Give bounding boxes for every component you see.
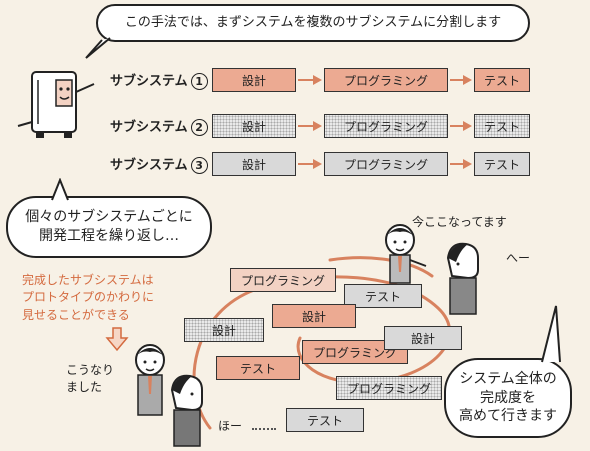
completion-bubble-tail (541, 305, 561, 363)
intro-speech-bubble: この手法では、まずシステムを複数のサブシステムに分割します (96, 4, 530, 42)
speech-ima: 今ここなってます (412, 215, 507, 229)
subsystem-1-programming-box: プログラミング (324, 68, 448, 92)
arrow (298, 159, 322, 169)
repeat-line-2: 開発工程を繰り返し… (39, 228, 179, 244)
down-arrow-icon (105, 327, 129, 352)
arrow (298, 121, 322, 131)
prototype-note: 完成したサブシステムは プロトタイプのかわりに 見せることができる (22, 272, 154, 324)
repeat-bubble-tail (51, 178, 69, 201)
spiral-test-box-3: テスト (286, 408, 364, 432)
speech-kounarimashita-line-2: ました (66, 380, 103, 395)
subsystem-3-test-box: テスト (474, 152, 530, 176)
spiral-design-box-1: 設計 (184, 318, 264, 342)
presenter-character-icon (385, 224, 427, 284)
spiral-test-box-2: テスト (216, 356, 300, 380)
arrow (450, 75, 472, 85)
spiral-programming-box-1: プログラミング (230, 268, 336, 292)
completion-line-2: 完成度を (480, 389, 536, 406)
arrow (450, 159, 472, 169)
subsystem-2-design-box: 設計 (212, 114, 296, 138)
subsystem-2-programming-box: プログラミング (324, 114, 448, 138)
prototype-note-line-1: 完成したサブシステムは (22, 273, 154, 287)
subsystem-3-design-box: 設計 (212, 152, 296, 176)
repeat-line-1: 個々のサブシステムごとに (25, 209, 193, 226)
completion-speech-bubble: システム全体の 完成度を 高めて行きます (444, 358, 572, 438)
intro-text: この手法では、まずシステムを複数のサブシステムに分割します (124, 15, 502, 31)
subsystem-1-test-box: テスト (474, 68, 530, 92)
subsystem-1-design-box: 設計 (212, 68, 296, 92)
speech-hoo: ほー (218, 419, 243, 433)
prototype-note-line-2: プロトタイプのかわりに (22, 290, 155, 305)
arrow (298, 75, 322, 85)
computer-character-icon (17, 71, 95, 138)
bottom-presenter-character-icon (135, 344, 165, 416)
repeat-speech-bubble: 個々のサブシステムごとに 開発工程を繰り返し… (6, 196, 212, 258)
spiral-design-box-3: 設計 (384, 326, 462, 350)
prototype-note-line-3: 見せることができる (22, 307, 130, 322)
subsystem-2-test-box: テスト (474, 114, 530, 138)
completion-line-3: 高めて行きます (459, 408, 557, 425)
bottom-listener-character-icon (170, 374, 203, 447)
arrow (450, 121, 472, 131)
spiral-programming-box-3: プログラミング (336, 376, 442, 400)
spiral-design-box-2: 設計 (272, 304, 356, 328)
listener-character-icon (446, 242, 479, 315)
speech-kounarimashita-line-1: こうなり (66, 363, 115, 377)
completion-line-1: システム全体の (459, 370, 557, 387)
speech-kounarimashita: こうなり ました (66, 362, 114, 397)
hoo-dotted-line (252, 428, 276, 430)
subsystem-3-programming-box: プログラミング (324, 152, 448, 176)
speech-hee: へー (506, 251, 531, 265)
spiral-test-box-1: テスト (344, 284, 422, 308)
intro-bubble-tail (85, 37, 111, 59)
